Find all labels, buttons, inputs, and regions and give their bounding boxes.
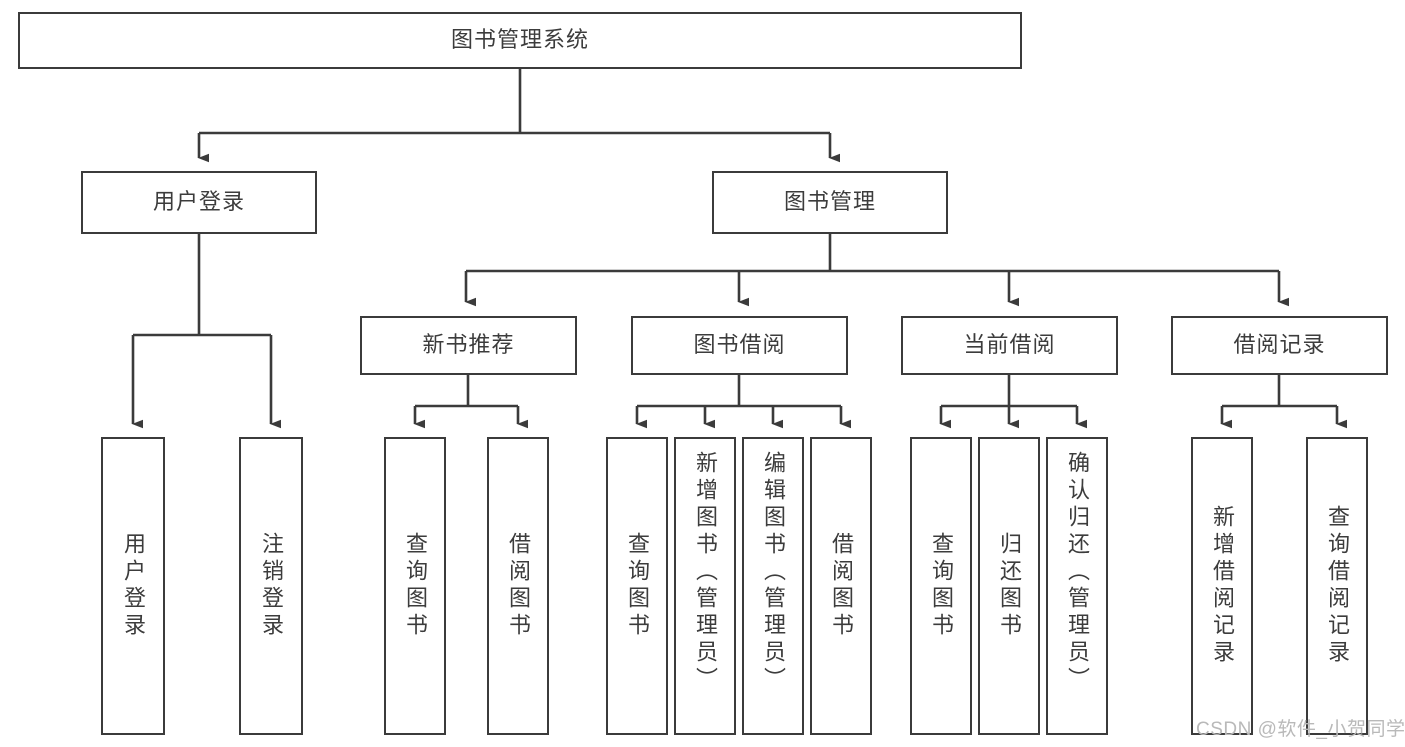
node-user-login-label: 用户登录 (152, 189, 245, 215)
leaf-query-book-2[interactable]: 查询图书 (606, 437, 668, 735)
node-book-management[interactable]: 图书管理 (712, 171, 948, 234)
leaf-add-book-admin[interactable]: 新增图书（管理员） (674, 437, 736, 735)
leaf-query-book-1[interactable]: 查询图书 (384, 437, 446, 735)
leaf-query-book-2-label: 查询图书 (625, 532, 650, 640)
leaf-add-borrow-record-label: 新增借阅记录 (1210, 505, 1235, 667)
leaf-edit-book-admin[interactable]: 编辑图书（管理员） (742, 437, 804, 735)
leaf-logout[interactable]: 注销登录 (239, 437, 303, 735)
node-current-borrow-label: 当前借阅 (963, 332, 1056, 358)
csdn-watermark: CSDN @软件_小贺同学 (1196, 719, 1405, 740)
node-user-login[interactable]: 用户登录 (81, 171, 317, 234)
leaf-confirm-return-admin[interactable]: 确认归还（管理员） (1046, 437, 1108, 735)
leaf-return-book-label: 归还图书 (997, 532, 1022, 640)
node-new-book-recommend[interactable]: 新书推荐 (360, 316, 577, 375)
node-new-book-recommend-label: 新书推荐 (422, 332, 515, 358)
leaf-borrow-book-1-label: 借阅图书 (506, 532, 531, 640)
node-book-management-label: 图书管理 (783, 189, 876, 215)
leaf-confirm-return-admin-label: 确认归还（管理员） (1065, 451, 1090, 694)
leaf-query-book-3[interactable]: 查询图书 (910, 437, 972, 735)
leaf-borrow-book-2-label: 借阅图书 (829, 532, 854, 640)
leaf-return-book[interactable]: 归还图书 (978, 437, 1040, 735)
leaf-logout-label: 注销登录 (259, 532, 284, 640)
leaf-query-book-3-label: 查询图书 (929, 532, 954, 640)
leaf-borrow-book-1[interactable]: 借阅图书 (487, 437, 549, 735)
leaf-add-book-admin-label: 新增图书（管理员） (693, 451, 718, 694)
leaf-query-borrow-record-label: 查询借阅记录 (1325, 505, 1350, 667)
node-book-borrow[interactable]: 图书借阅 (631, 316, 848, 375)
leaf-add-borrow-record[interactable]: 新增借阅记录 (1191, 437, 1253, 735)
leaf-borrow-book-2[interactable]: 借阅图书 (810, 437, 872, 735)
leaf-user-login[interactable]: 用户登录 (101, 437, 165, 735)
leaf-edit-book-admin-label: 编辑图书（管理员） (761, 451, 786, 694)
root-node-label: 图书管理系统 (450, 27, 589, 53)
leaf-query-borrow-record[interactable]: 查询借阅记录 (1306, 437, 1368, 735)
node-borrow-record[interactable]: 借阅记录 (1171, 316, 1388, 375)
node-borrow-record-label: 借阅记录 (1233, 332, 1326, 358)
leaf-user-login-label: 用户登录 (121, 532, 146, 640)
node-current-borrow[interactable]: 当前借阅 (901, 316, 1118, 375)
node-book-borrow-label: 图书借阅 (693, 332, 786, 358)
root-node[interactable]: 图书管理系统 (18, 12, 1022, 69)
leaf-query-book-1-label: 查询图书 (403, 532, 428, 640)
